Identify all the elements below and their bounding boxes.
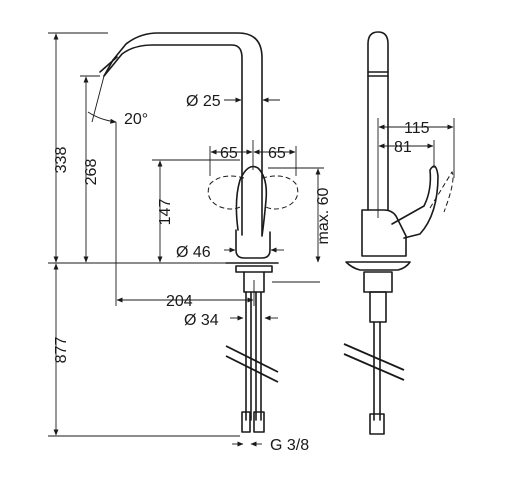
hoses-front: [245, 291, 262, 421]
spout-inner-outline: [103, 44, 243, 236]
hose-fittings-front: [241, 411, 265, 433]
dim-spout-reach: 204: [166, 293, 193, 310]
dim-connection-thread: G 3/8: [270, 437, 309, 454]
side-spout: [367, 31, 389, 211]
body-outline: [235, 229, 271, 259]
lever-outline: [235, 165, 268, 237]
side-view: [343, 31, 454, 435]
side-lever: [391, 165, 439, 239]
front-view: [99, 32, 299, 433]
dim-side-lever-offset: 81: [394, 139, 412, 156]
dim-lever-max-height: max. 60: [315, 187, 332, 244]
spout-outline: [112, 32, 263, 236]
dim-lever-height: 147: [157, 199, 174, 226]
dim-spout-angle: 20°: [124, 111, 148, 128]
side-base: [345, 261, 411, 271]
dim-hole-diameter: Ø 34: [184, 312, 219, 329]
dim-lever-swing-left: 65: [220, 145, 238, 162]
hose-break-side: [343, 343, 405, 381]
dim-lever-swing-right: 65: [268, 145, 286, 162]
dim-side-lever-depth: 115: [404, 120, 430, 137]
base-plate: [235, 265, 273, 273]
side-dimensions: 115 81: [377, 118, 455, 218]
lever-ghost-right: [261, 175, 299, 210]
hose-break-front: [225, 345, 279, 383]
side-mount: [363, 271, 393, 293]
side-hoses: [373, 321, 381, 421]
dim-overall-height: 338: [53, 147, 70, 174]
dim-body-diameter: Ø 46: [176, 244, 211, 261]
lever-ghost-left: [207, 175, 245, 210]
side-lever-ghost: [429, 170, 454, 213]
dim-spout-diameter: Ø 25: [186, 93, 221, 110]
dim-under-counter-length: 877: [53, 337, 70, 364]
side-hose-fitting: [369, 413, 385, 435]
front-dimensions: 338 268 20° Ø 25 65 65 147 max. 60 Ø 46: [48, 32, 332, 454]
spout-outlet-cap: [99, 56, 118, 73]
side-body: [361, 209, 407, 257]
dim-spout-height: 268: [83, 159, 100, 186]
